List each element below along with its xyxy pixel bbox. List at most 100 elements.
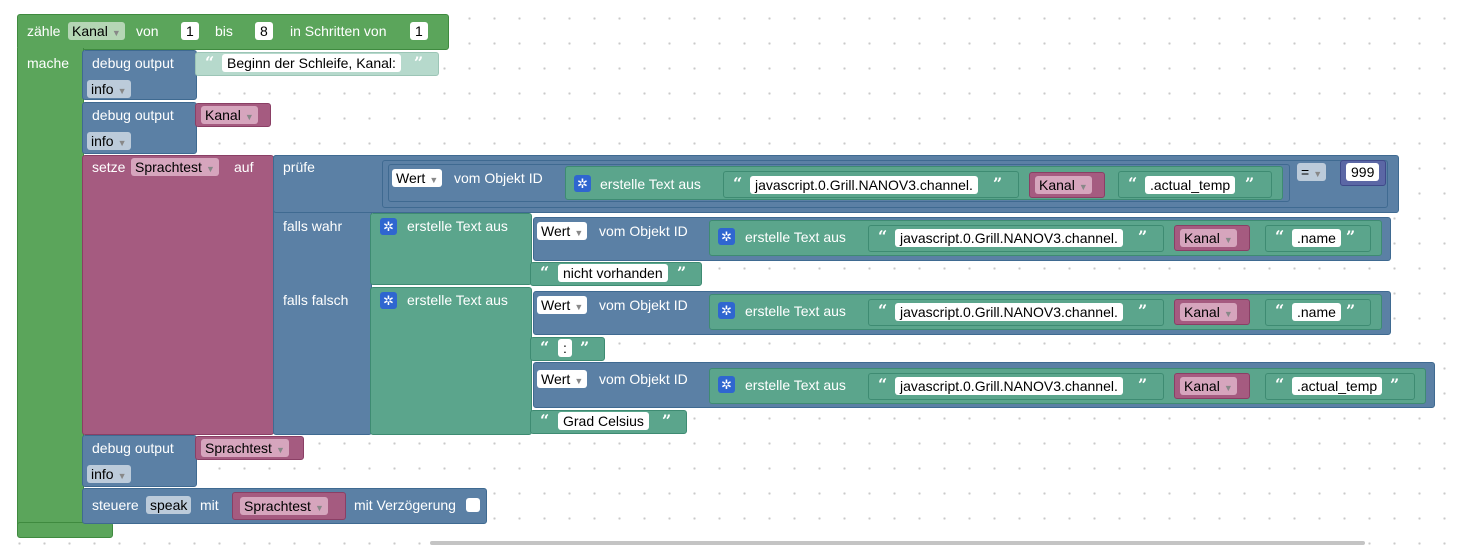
control-target-dropdown[interactable]: speak: [146, 496, 192, 514]
create-text-label: erstelle Text aus: [407, 218, 508, 234]
for-loop-footer[interactable]: [17, 522, 113, 538]
colon-text-input[interactable]: :: [558, 339, 572, 357]
chevron-down-icon: ▼: [117, 86, 127, 96]
quote-close-icon: ”: [1245, 174, 1255, 193]
quote-open-icon: “: [878, 375, 888, 394]
quote-open-icon: “: [205, 53, 215, 72]
gear-icon[interactable]: ✲: [380, 292, 397, 309]
loop-step-input[interactable]: 1: [410, 22, 428, 40]
quote-open-icon: “: [733, 174, 743, 193]
suffix-text-input[interactable]: .name: [1292, 303, 1341, 321]
quote-close-icon: ”: [414, 53, 424, 72]
control-label: steuere: [92, 497, 139, 513]
value-dropdown[interactable]: Wert▼: [537, 222, 588, 240]
chevron-down-icon: ▼: [429, 175, 439, 185]
loop-variable-dropdown[interactable]: Kanal▼: [68, 22, 125, 40]
quote-open-icon: “: [1275, 375, 1285, 394]
control-with-label: mit: [200, 497, 219, 513]
set-label: setze: [92, 159, 126, 175]
debug-level-dropdown[interactable]: info▼: [87, 80, 131, 98]
quote-close-icon: ”: [662, 411, 672, 430]
set-to-label: auf: [234, 159, 254, 175]
for-loop-body-rail[interactable]: [17, 48, 84, 537]
chevron-down-icon: ▼: [574, 228, 584, 238]
quote-close-icon: ”: [1346, 227, 1356, 246]
debug-level-dropdown[interactable]: info▼: [87, 465, 131, 483]
debug-output-label: debug output: [92, 107, 174, 123]
variable-value: Kanal: [1184, 378, 1220, 394]
loop-from-input[interactable]: 1: [181, 22, 199, 40]
debug-output-label: debug output: [92, 440, 174, 456]
variable-dropdown[interactable]: Kanal▼: [1035, 176, 1092, 194]
create-text-label: erstelle Text aus: [745, 229, 846, 245]
suffix-text-input[interactable]: .actual_temp: [1145, 176, 1236, 194]
prefix-text-input[interactable]: javascript.0.Grill.NANOV3.channel.: [895, 303, 1123, 321]
prefix-text-input[interactable]: javascript.0.Grill.NANOV3.channel.: [895, 377, 1123, 395]
loop-step-label: in Schritten von: [290, 23, 387, 39]
quote-close-icon: ”: [1138, 301, 1148, 320]
chevron-down-icon: ▼: [314, 503, 324, 513]
loop-count-label: zähle: [27, 23, 61, 39]
loop-to-label: bis: [215, 23, 233, 39]
false-create-text-block[interactable]: [370, 287, 532, 435]
gear-icon[interactable]: ✲: [718, 376, 735, 393]
chevron-down-icon: ▼: [574, 302, 584, 312]
value-dropdown-value: Wert: [541, 223, 571, 239]
chevron-down-icon: ▼: [117, 471, 127, 481]
suffix-text-input[interactable]: .name: [1292, 229, 1341, 247]
create-text-label: erstelle Text aus: [745, 303, 846, 319]
variable-dropdown[interactable]: Kanal▼: [1180, 377, 1237, 395]
value-dropdown-value: Wert: [541, 297, 571, 313]
set-variable-dropdown[interactable]: Sprachtest▼: [131, 158, 219, 176]
variable-dropdown[interactable]: Kanal▼: [201, 106, 258, 124]
loop-to-input[interactable]: 8: [255, 22, 273, 40]
create-text-label: erstelle Text aus: [600, 176, 701, 192]
variable-dropdown[interactable]: Kanal▼: [1180, 229, 1237, 247]
object-id-label: vom Objekt ID: [599, 223, 688, 239]
true-create-text-block[interactable]: [370, 213, 532, 285]
gear-icon[interactable]: ✲: [718, 302, 735, 319]
workspace-horizontal-scrollbar[interactable]: [430, 541, 1365, 545]
debug-level-value: info: [91, 466, 114, 482]
delay-checkbox[interactable]: [466, 498, 480, 512]
control-target-value: speak: [150, 497, 188, 513]
gear-icon[interactable]: ✲: [380, 218, 397, 235]
prefix-text-input[interactable]: javascript.0.Grill.NANOV3.channel.: [750, 176, 978, 194]
text-literal-block[interactable]: [1265, 373, 1415, 400]
chevron-down-icon: ▼: [117, 138, 127, 148]
operator-dropdown[interactable]: =▼: [1297, 163, 1327, 181]
suffix-text-input[interactable]: .actual_temp: [1292, 377, 1383, 395]
debug-level-dropdown[interactable]: info▼: [87, 132, 131, 150]
value-dropdown[interactable]: Wert▼: [537, 296, 588, 314]
quote-close-icon: ”: [993, 174, 1003, 193]
variable-dropdown[interactable]: Kanal▼: [1180, 303, 1237, 321]
variable-dropdown[interactable]: Sprachtest▼: [201, 439, 289, 457]
quote-open-icon: “: [540, 411, 550, 430]
debug-text-input[interactable]: Beginn der Schleife, Kanal:: [222, 54, 401, 72]
create-text-label: erstelle Text aus: [745, 377, 846, 393]
chevron-down-icon: ▼: [205, 164, 215, 174]
value-dropdown[interactable]: Wert▼: [537, 370, 588, 388]
value-dropdown[interactable]: Wert▼: [392, 169, 443, 187]
gear-icon[interactable]: ✲: [574, 175, 591, 192]
variable-value: Kanal: [1039, 177, 1075, 193]
prefix-text-input[interactable]: javascript.0.Grill.NANOV3.channel.: [895, 229, 1123, 247]
compare-number-input[interactable]: 999: [1346, 163, 1380, 181]
variable-value: Sprachtest: [205, 440, 272, 456]
gear-icon[interactable]: ✲: [718, 228, 735, 245]
value-dropdown-value: Wert: [541, 371, 571, 387]
variable-value: Kanal: [1184, 230, 1220, 246]
unit-text-input[interactable]: Grad Celsius: [558, 412, 649, 430]
chevron-down-icon: ▼: [1223, 309, 1233, 319]
tail-text-input[interactable]: nicht vorhanden: [558, 264, 668, 282]
debug-level-value: info: [91, 81, 114, 97]
object-id-label: vom Objekt ID: [599, 297, 688, 313]
value-dropdown-value: Wert: [396, 170, 426, 186]
quote-close-icon: ”: [677, 263, 687, 282]
chevron-down-icon: ▼: [1313, 169, 1323, 179]
quote-close-icon: ”: [1390, 375, 1400, 394]
if-false-label: falls falsch: [283, 292, 349, 308]
variable-dropdown[interactable]: Sprachtest▼: [240, 497, 328, 515]
set-variable-block[interactable]: [82, 155, 274, 435]
quote-close-icon: ”: [1138, 227, 1148, 246]
